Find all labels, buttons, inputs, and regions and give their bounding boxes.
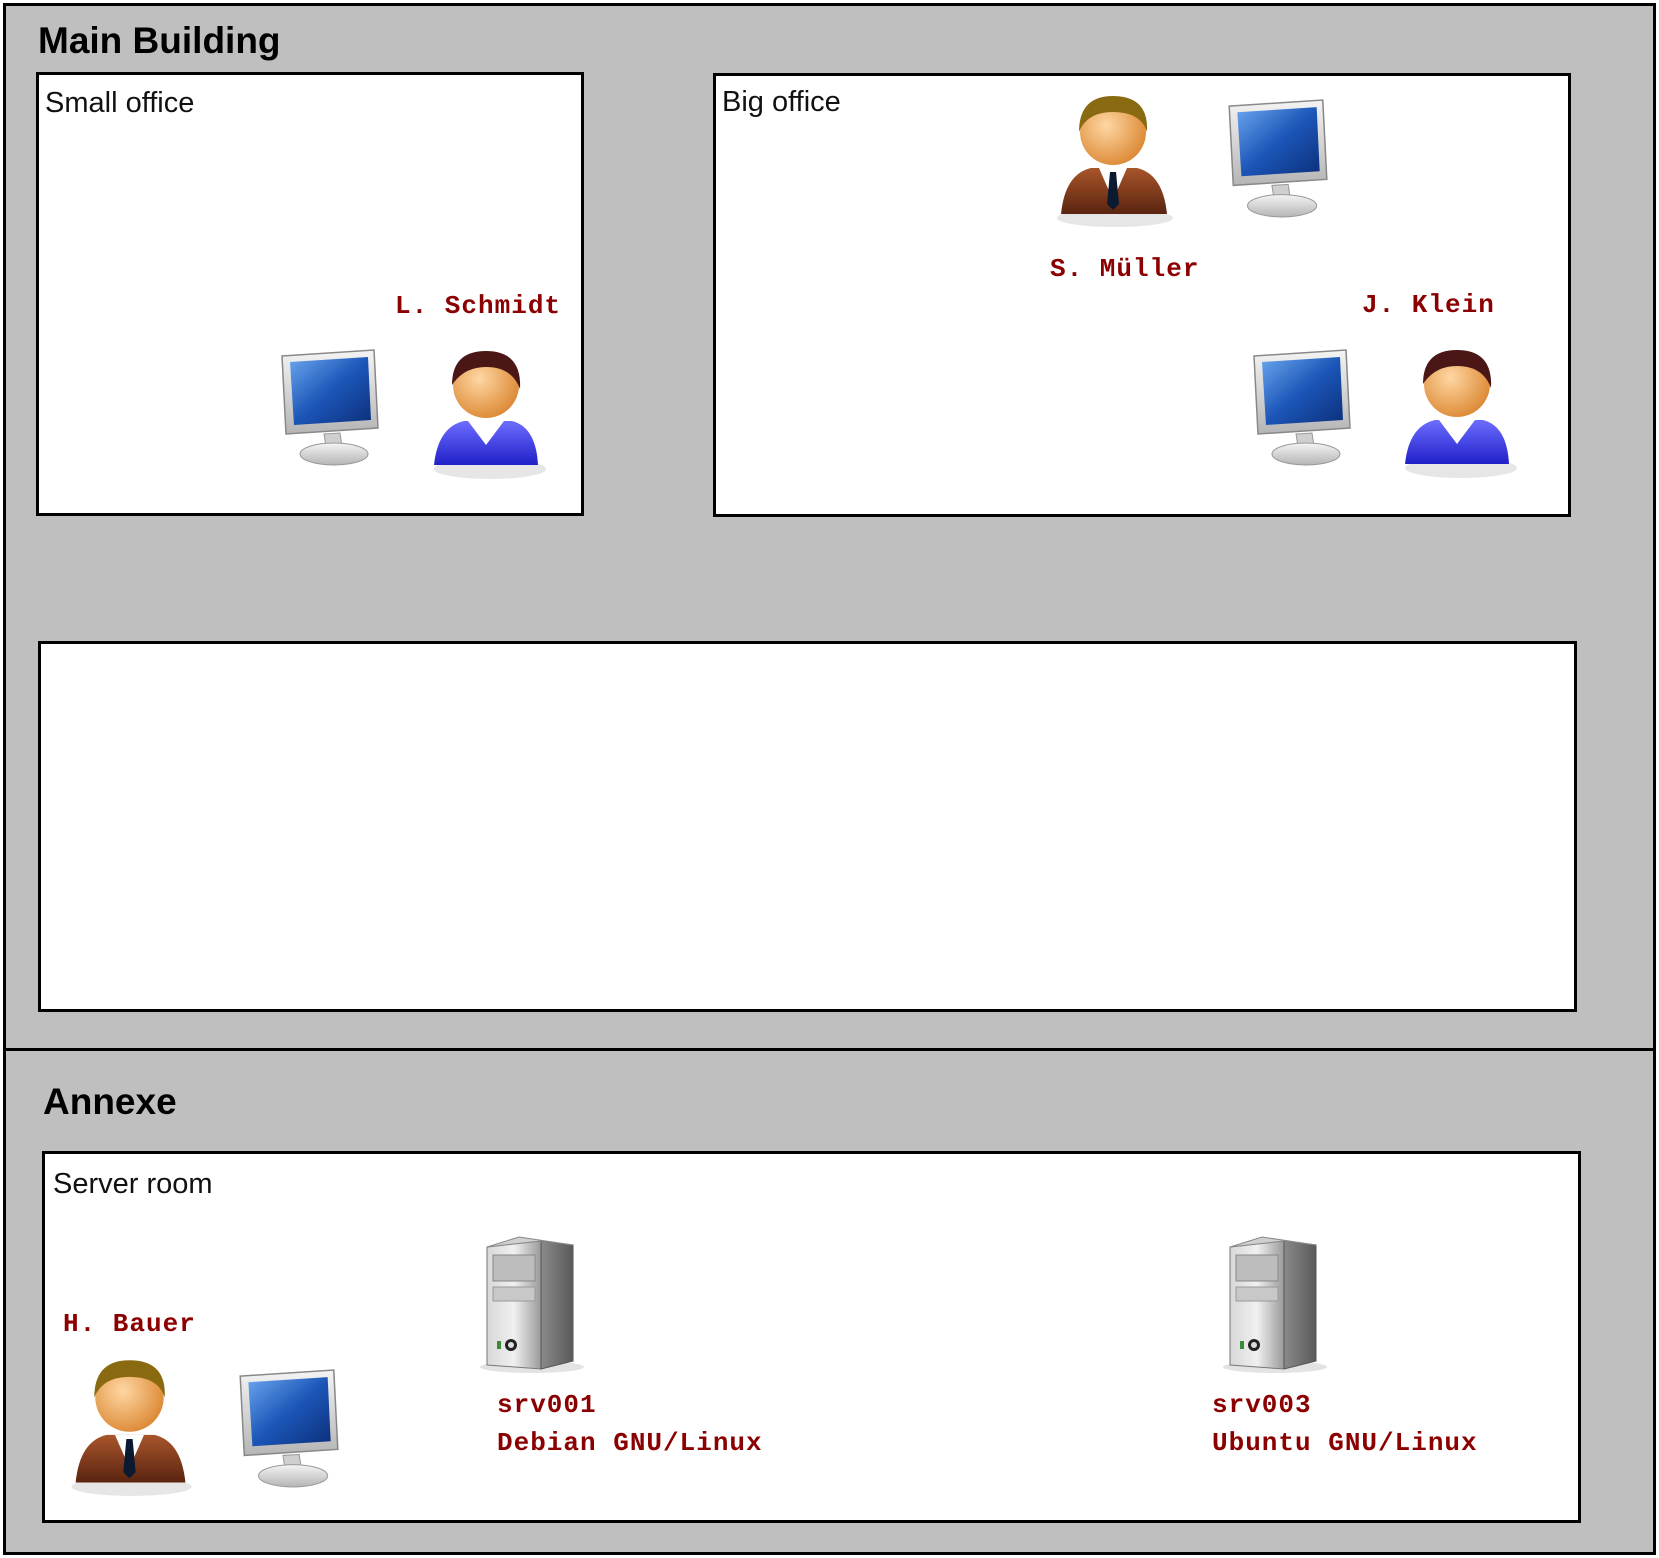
- person-label-bauer: H. Bauer: [63, 1309, 196, 1339]
- server-name-srv001: srv001: [497, 1390, 597, 1420]
- monitor-icon: [232, 1368, 344, 1490]
- annexe-building-title: Annexe: [43, 1081, 177, 1122]
- monitor-icon: [1221, 98, 1333, 220]
- person-label-klein: J. Klein: [1362, 290, 1495, 320]
- male-user-icon: [1051, 88, 1176, 228]
- female-user-icon: [424, 345, 549, 480]
- male-user-icon: [65, 1352, 195, 1497]
- server-name-srv003: srv003: [1212, 1390, 1312, 1420]
- big-office-room: Big office S. Müller J. Klein: [713, 73, 1571, 517]
- monitor-icon: [274, 348, 384, 468]
- empty-room-title: [43, 652, 51, 656]
- server-tower-icon: [477, 1233, 587, 1375]
- empty-room: [38, 641, 1577, 1012]
- person-label-mueller: S. Müller: [1050, 254, 1200, 284]
- server-os-srv003: Ubuntu GNU/Linux: [1212, 1428, 1478, 1458]
- main-building-title: Main Building: [38, 20, 281, 61]
- small-office-room: Small office L. Schmidt: [36, 72, 584, 516]
- big-office-title: Big office: [718, 84, 996, 121]
- small-office-title: Small office: [41, 85, 339, 122]
- female-user-icon: [1395, 344, 1520, 479]
- server-os-srv001: Debian GNU/Linux: [497, 1428, 763, 1458]
- person-label-schmidt: L. Schmidt: [395, 291, 562, 321]
- server-room: Server room H. Bauer: [42, 1151, 1581, 1523]
- server-room-title: Server room: [49, 1166, 277, 1203]
- server-tower-icon: [1220, 1233, 1330, 1375]
- monitor-icon: [1246, 348, 1356, 468]
